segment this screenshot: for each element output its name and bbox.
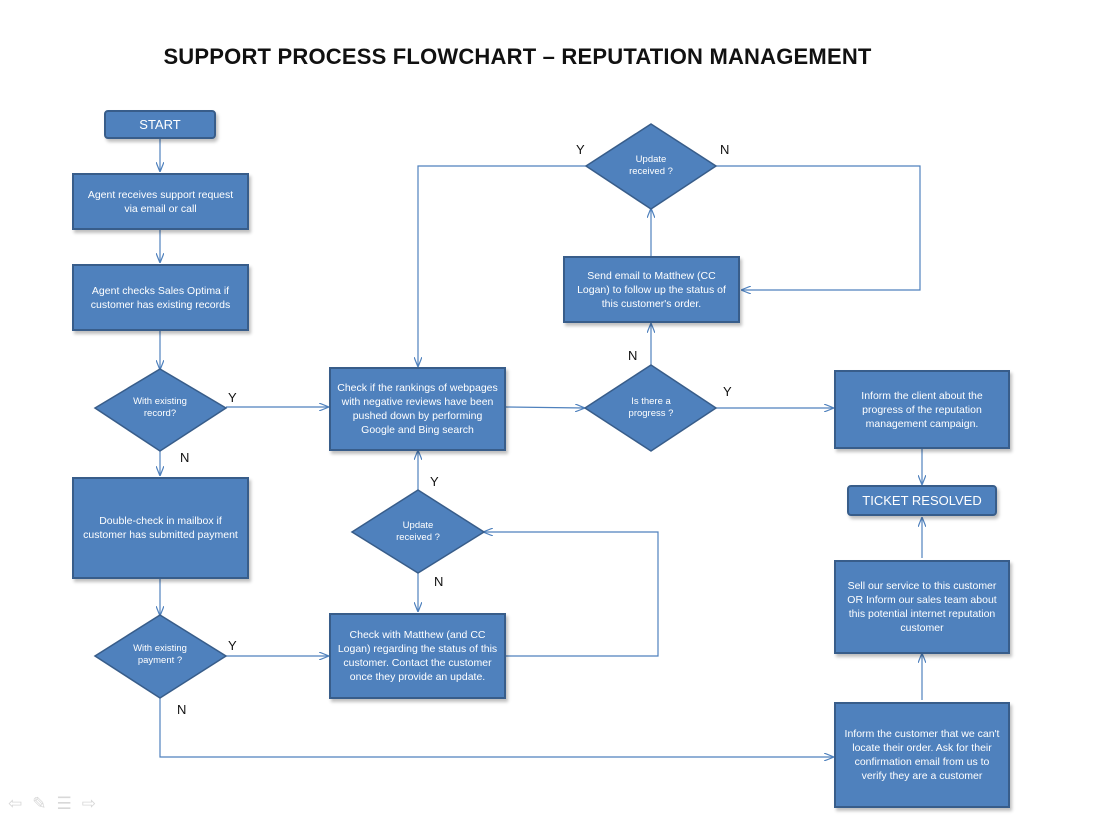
start-terminator: START [104, 110, 216, 139]
decision-existing-payment-label: With existing payment ? [133, 643, 187, 666]
branch-payment-no: N [177, 702, 187, 717]
connector-update-top-yes [418, 165, 586, 366]
decision-existing-record-shape [93, 368, 228, 452]
slide-nav-bar: ⇦ ✎ ☰ ⇨ [8, 794, 96, 814]
decision-existing-payment-shape [93, 614, 228, 699]
branch-update-top-yes: Y [576, 142, 585, 157]
process-inform-customer: Inform the customer that we can't locate… [834, 702, 1010, 808]
branch-progress-no: N [628, 348, 638, 363]
process-agent-receives: Agent receives support request via email… [72, 173, 249, 230]
pen-icon[interactable]: ✎ [32, 794, 47, 814]
process-inform-client: Inform the client about the progress of … [834, 370, 1010, 449]
decision-update-received-top-shape [584, 123, 718, 210]
forward-arrow-icon[interactable]: ⇨ [81, 794, 96, 814]
branch-update-low-no: N [434, 574, 444, 589]
decision-progress-label: Is there a progress ? [628, 396, 674, 419]
process-check-with-matthew: Check with Matthew (and CC Logan) regard… [329, 613, 506, 699]
ticket-resolved-terminator: TICKET RESOLVED [847, 485, 997, 516]
back-arrow-icon[interactable]: ⇦ [8, 794, 23, 814]
menu-icon[interactable]: ☰ [56, 794, 72, 814]
process-double-check: Double-check in mailbox if customer has … [72, 477, 249, 579]
branch-record-yes: Y [228, 390, 237, 405]
page-title: SUPPORT PROCESS FLOWCHART – REPUTATION M… [163, 44, 872, 69]
process-agent-checks: Agent checks Sales Optima if customer ha… [72, 264, 249, 331]
connector-rankings-progress [505, 407, 584, 408]
decision-progress-shape [583, 364, 718, 452]
connector-update-top-no [716, 165, 921, 290]
connector-matthew-loop [484, 532, 659, 657]
connector-payment-no [159, 698, 833, 757]
branch-update-top-no: N [720, 142, 730, 157]
branch-progress-yes: Y [723, 384, 732, 399]
decision-existing-record-label: With existing record? [133, 396, 187, 419]
branch-payment-yes: Y [228, 638, 237, 653]
branch-update-low-yes: Y [430, 474, 439, 489]
decision-update-received-low-shape [350, 489, 486, 574]
decision-update-received-top-label: Update received ? [629, 154, 673, 177]
process-sell-service: Sell our service to this customer OR Inf… [834, 560, 1010, 654]
process-send-email: Send email to Matthew (CC Logan) to foll… [563, 256, 740, 323]
decision-update-received-low-label: Update received ? [396, 520, 440, 543]
branch-record-no: N [180, 450, 190, 465]
process-check-rankings: Check if the rankings of webpages with n… [329, 367, 506, 451]
